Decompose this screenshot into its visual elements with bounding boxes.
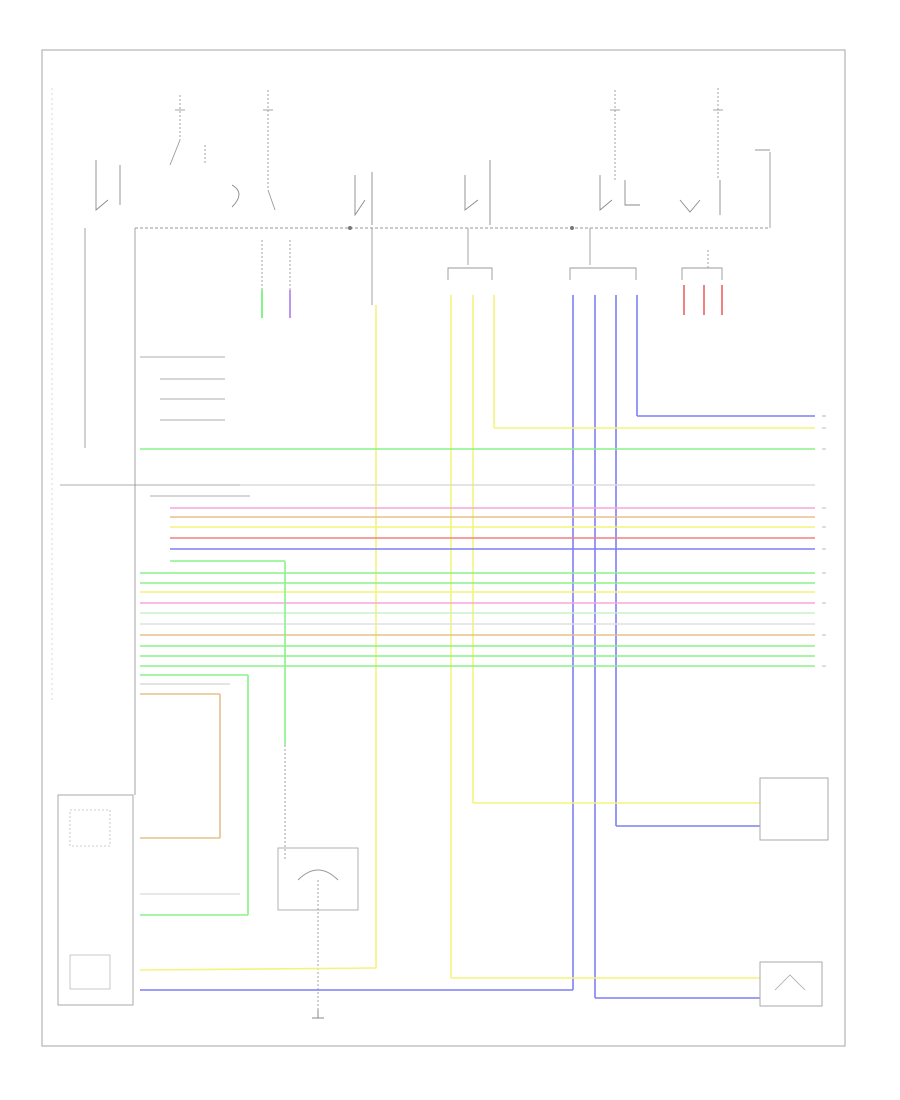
fuse-top-1 (169, 95, 206, 166)
ground-symbol (312, 1010, 324, 1019)
connector-right-mid-box (473, 777, 829, 841)
fuse-top-2 (263, 90, 276, 211)
left-box-inner-bottom (69, 954, 111, 990)
bus-node-1 (348, 226, 352, 230)
connector-left-lower-box (57, 794, 134, 1006)
left-box-inner-top (69, 809, 111, 847)
right-terminal-ticks (822, 415, 826, 667)
fuse-top-4 (713, 88, 723, 180)
left-panel-runs (60, 356, 260, 497)
lower-fuses (261, 228, 709, 305)
harness-bundle (140, 484, 815, 695)
bus-node-2 (570, 226, 574, 230)
diagram-frame (41, 49, 846, 1047)
branch-brackets (447, 267, 723, 280)
connector-center-transmission (277, 745, 359, 1010)
fuse-top-3 (610, 90, 620, 180)
connector-right-lower-box (451, 961, 823, 1007)
bus-switches (95, 149, 770, 225)
wire-yellow-bottom-left (139, 967, 377, 971)
